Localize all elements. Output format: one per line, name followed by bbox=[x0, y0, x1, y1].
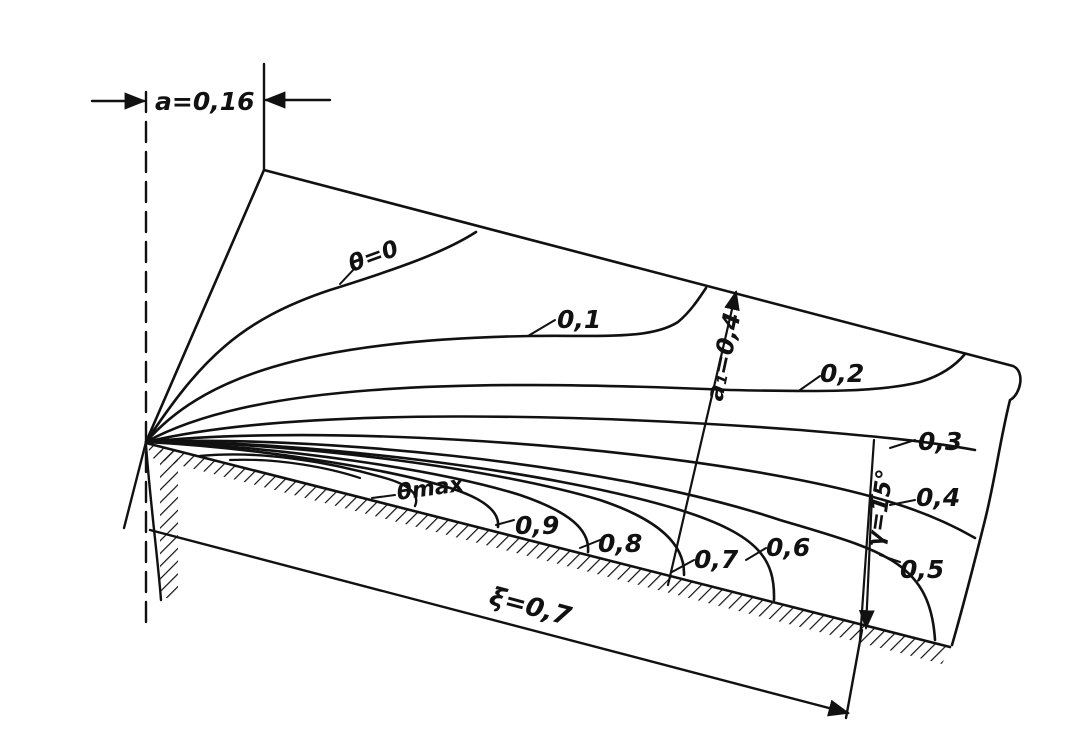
dim-xi-extension bbox=[844, 628, 864, 720]
left-wall-curve bbox=[144, 443, 163, 602]
label-09: 0,9 bbox=[515, 511, 559, 540]
isotherm-theta0 bbox=[144, 230, 478, 444]
label-04: 0,4 bbox=[916, 483, 960, 512]
leader-01 bbox=[527, 319, 556, 337]
label-05: 0,5 bbox=[900, 555, 944, 584]
label-06: 0,6 bbox=[766, 533, 810, 562]
leader-08 bbox=[579, 539, 601, 549]
label-gamma: γ=15° bbox=[862, 468, 899, 549]
left-wall bbox=[122, 440, 148, 530]
isotherm-03 bbox=[144, 415, 977, 452]
dim-a1-arrow bbox=[666, 290, 740, 587]
leader-05 bbox=[879, 554, 901, 563]
isotherm-07 bbox=[144, 440, 686, 577]
label-02: 0,2 bbox=[820, 359, 864, 388]
left-wall-hatch bbox=[160, 450, 178, 598]
dim-gamma-arrow bbox=[858, 493, 875, 630]
leader-06 bbox=[745, 547, 767, 561]
isotherm-09 bbox=[144, 440, 500, 529]
leader-theta-max bbox=[371, 494, 396, 499]
label-xi: ξ=0,7 bbox=[486, 582, 575, 633]
base-line bbox=[144, 441, 952, 649]
leader-03 bbox=[889, 439, 916, 449]
label-a: a=0,16 bbox=[155, 87, 255, 116]
label-08: 0,8 bbox=[598, 529, 642, 558]
label-theta0: θ=0 bbox=[345, 236, 402, 278]
body-outline bbox=[144, 168, 1022, 647]
dim-xi-arrow bbox=[148, 528, 851, 717]
isotherm-02 bbox=[144, 352, 967, 444]
label-03: 0,3 bbox=[918, 427, 962, 456]
hatched-base bbox=[146, 443, 950, 664]
leader-09 bbox=[495, 519, 515, 526]
isotherm-inner bbox=[228, 458, 362, 480]
isotherm-04 bbox=[144, 433, 977, 540]
leader-theta0 bbox=[339, 267, 356, 285]
leader-02 bbox=[799, 375, 821, 391]
leader-04 bbox=[889, 499, 916, 506]
isotherm-theta-max bbox=[198, 453, 418, 508]
label-01: 0,1 bbox=[557, 305, 601, 334]
isotherm-08 bbox=[144, 440, 590, 554]
isotherm-01 bbox=[144, 286, 708, 444]
dim-gamma-line bbox=[858, 438, 876, 642]
label-07: 0,7 bbox=[694, 545, 739, 574]
leader-07 bbox=[671, 559, 695, 573]
